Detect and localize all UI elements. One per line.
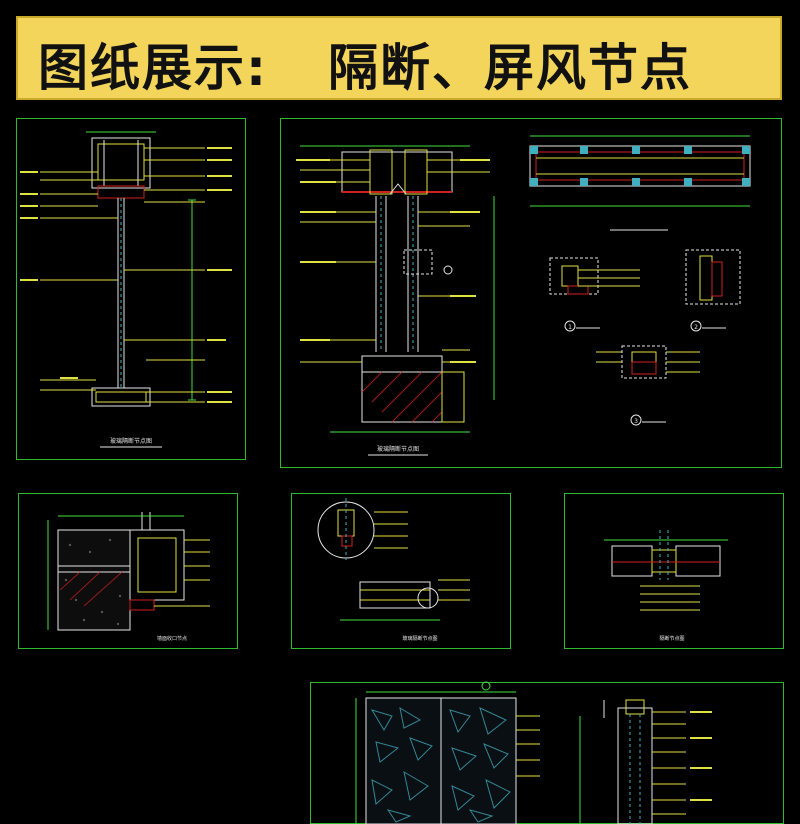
sheet-2-drawing: [296, 135, 751, 433]
sheet-1-caption: 玻璃隔断节点图: [110, 437, 152, 445]
sheet-5-drawing: [604, 530, 728, 611]
sheet-4-drawing: [317, 498, 470, 621]
drawing-sheet-4: [291, 493, 511, 649]
sheet-2-caption: 玻璃隔断节点图: [377, 445, 419, 453]
drawing-sheet-3: [18, 493, 238, 649]
drawing-sheet-1: [16, 118, 246, 460]
sheet-4-caption: 玻璃隔断节点图: [402, 635, 437, 642]
sheet-5-caption: 隔断节点图: [659, 635, 684, 642]
detail-marker-2: 2: [694, 324, 698, 331]
sheet-3-drawing: [47, 512, 210, 631]
banner-title: 图纸展示:: [38, 39, 268, 97]
sheet-1-drawing: [20, 131, 232, 407]
sheet-6-drawing: [355, 681, 712, 824]
sheet-3-caption: 墙面收口节点: [157, 635, 187, 642]
drawing-sheet-5: [564, 493, 784, 649]
banner-subtitle: 隔断、屏风节点: [328, 39, 692, 97]
drawing-sheet-2: [280, 118, 782, 468]
detail-marker-3: 3: [634, 418, 638, 425]
title-banner: 图纸展示: 隔断、屏风节点: [16, 16, 782, 100]
detail-marker-1: 1: [568, 324, 572, 331]
